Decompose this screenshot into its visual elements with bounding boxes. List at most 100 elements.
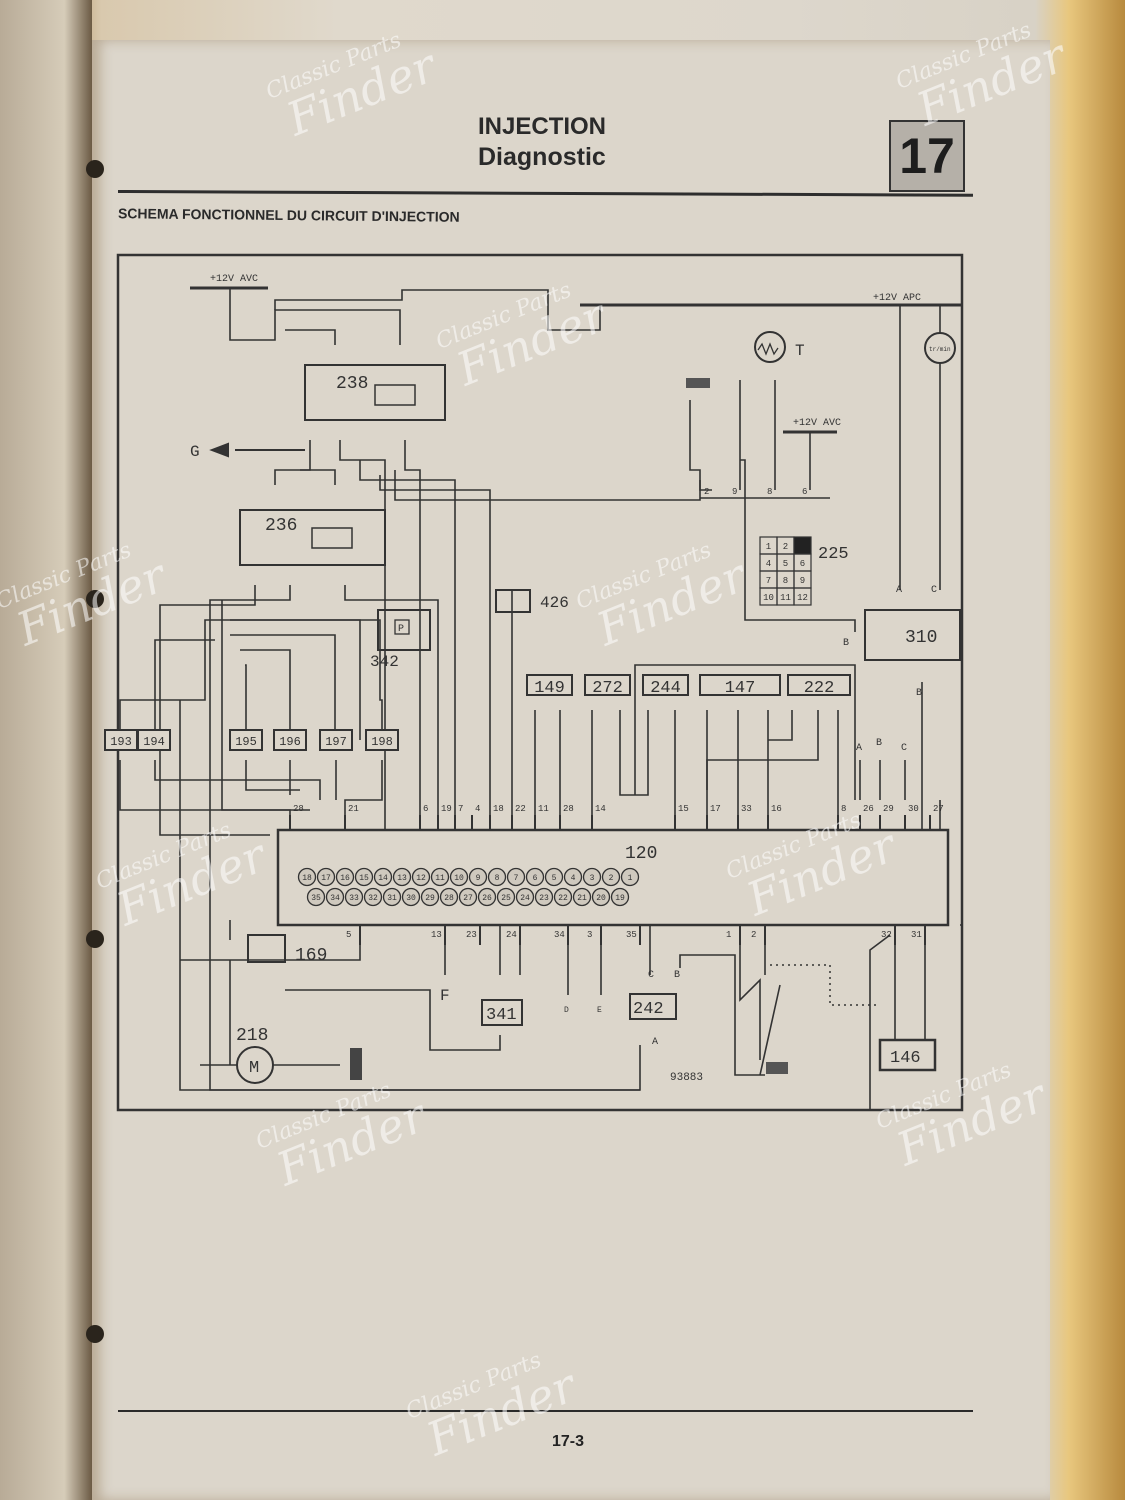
component-label: 193: [110, 735, 132, 749]
connector-pin-label: 8: [495, 874, 500, 883]
connector-pin: [439, 887, 459, 907]
component-label: 222: [804, 679, 835, 698]
component-label: 120: [625, 844, 657, 864]
connector-pin: [306, 887, 326, 907]
ecu-pin-label: 31: [911, 930, 922, 940]
connector-pin: [582, 867, 602, 887]
ecu-pin-label: 32: [881, 930, 892, 940]
connector-pin: [487, 867, 507, 887]
pin-label: 2: [704, 487, 709, 497]
ecu-120: [276, 828, 950, 927]
connector-pin-label: 26: [482, 894, 492, 903]
connector-pin-label: 34: [330, 894, 340, 903]
socket-cell-label: 5: [783, 559, 788, 569]
component-label: 196: [279, 735, 301, 749]
connector-pin: [591, 887, 611, 907]
relay-coil-icon: [374, 384, 416, 406]
ecu-pin-label: 33: [741, 804, 752, 814]
pin-label: B: [674, 970, 680, 981]
connector-pin: [401, 887, 421, 907]
ecu-pin-label: 26: [863, 804, 874, 814]
symbol-label: P: [398, 624, 404, 635]
ecu-pin-label: 22: [515, 804, 526, 814]
connector-pin: [430, 867, 450, 887]
signal-label: B: [876, 738, 882, 749]
component-195: [229, 729, 263, 751]
ecu-pin-label: 21: [348, 804, 359, 814]
component-label: 310: [905, 628, 937, 648]
ecu-pin-label: 1: [726, 930, 731, 940]
connector-pin-label: 12: [416, 874, 426, 883]
pressure-switch-icon: [394, 619, 410, 635]
connector-pin-label: 28: [444, 894, 454, 903]
diagram-reference: 93883: [670, 1072, 703, 1084]
connector-pin: [468, 867, 488, 887]
ecu-pin-label: 7: [458, 804, 463, 814]
component-272: [584, 674, 631, 696]
connector-pin: [553, 887, 573, 907]
ecu-pin-label: 16: [771, 804, 782, 814]
connector-pin-label: 24: [520, 894, 530, 903]
connector-pin-label: 3: [590, 874, 595, 883]
connector-pin: [458, 887, 478, 907]
ecu-pin-label: 15: [678, 804, 689, 814]
ecu-pin-label: 28: [293, 804, 304, 814]
ecu-pin-label: 4: [475, 804, 480, 814]
relay-238: [304, 364, 446, 421]
connector-pin: [411, 867, 431, 887]
connector-pin-label: 5: [552, 874, 557, 883]
component-label: 236: [265, 516, 297, 536]
component-341: [481, 999, 523, 1026]
pin-label: B: [843, 638, 849, 649]
page-number: 17-3: [552, 1433, 585, 1450]
connector-pin: [544, 867, 564, 887]
ecu-pin-label: 23: [466, 930, 477, 940]
component-169: [247, 934, 286, 963]
ecu-pin-label: 29: [883, 804, 894, 814]
component-label: 242: [633, 1000, 664, 1019]
connector-pin-label: 14: [378, 874, 388, 883]
component-label: 341: [486, 1006, 517, 1025]
ecu-pin-label: 5: [346, 930, 351, 940]
connector-pin-label: 33: [349, 894, 359, 903]
connector-pin-label: 30: [406, 894, 416, 903]
ground-icon: [350, 1048, 362, 1080]
connector-pin: [316, 867, 336, 887]
connector-pin: [610, 887, 630, 907]
signal-label: D: [564, 1006, 569, 1015]
component-label: 238: [336, 374, 368, 394]
pin-label: C: [648, 970, 654, 981]
signal-label: E: [597, 1006, 602, 1015]
component-310: [864, 609, 961, 661]
chapter-number: 17: [889, 120, 965, 192]
connector-pin-label: 35: [311, 894, 321, 903]
connector-pin-label: 21: [577, 894, 587, 903]
binder-hole: [86, 1325, 104, 1343]
resistor-zigzag: [757, 342, 779, 356]
pin-label: 8: [767, 487, 772, 497]
signal-label: G: [190, 443, 200, 461]
ecu-pin-label: 6: [423, 804, 428, 814]
connector-pin-label: 31: [387, 894, 397, 903]
wires: [119, 288, 962, 1110]
rpm-label: tr/min: [929, 346, 951, 353]
component-label: 218: [236, 1026, 268, 1046]
ecu-pin-label: 27: [933, 804, 944, 814]
socket-cell-label: 6: [800, 559, 805, 569]
connector-pin: [344, 887, 364, 907]
diagram-frame: [116, 253, 964, 1112]
binder-hole: [86, 160, 104, 178]
component-label: 197: [325, 735, 347, 749]
component-label: 342: [370, 653, 399, 671]
component-label: 149: [534, 679, 565, 698]
connector-pin: [496, 887, 516, 907]
ecu-pin-label: 24: [506, 930, 517, 940]
shielded-wire: [770, 964, 880, 1006]
connector-pin-label: 16: [340, 874, 350, 883]
connector-pin: [420, 887, 440, 907]
socket-cell-label: 1: [766, 542, 771, 552]
connector-pin: [563, 867, 583, 887]
